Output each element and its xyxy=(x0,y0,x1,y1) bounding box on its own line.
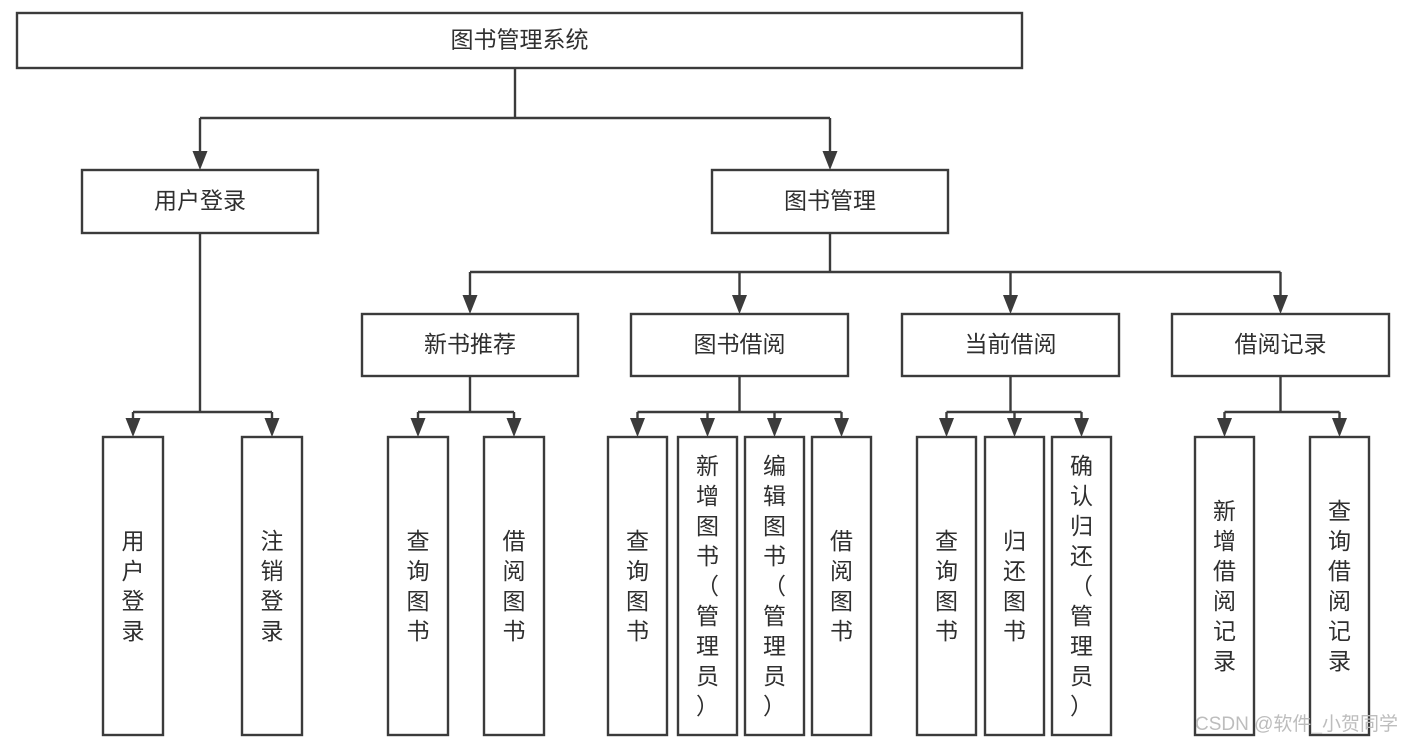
node-box-current-borrow xyxy=(900,312,1121,378)
arrow-head-icon xyxy=(822,151,838,170)
node-leaf-query-book-borrow[interactable]: 查询图书 xyxy=(606,435,669,737)
nodes-layer: 图书管理系统用户登录图书管理新书推荐图书借阅当前借阅借阅记录用户登录注销登录查询… xyxy=(15,11,1391,737)
arrow-head-icon xyxy=(1074,418,1089,437)
arrow-head-icon xyxy=(1007,418,1022,437)
arrow-head-icon xyxy=(125,418,141,437)
node-box-leaf-borrow-book xyxy=(810,435,873,737)
arrow-head-icon xyxy=(264,418,280,437)
node-borrow-record[interactable]: 借阅记录 xyxy=(1170,312,1391,378)
arrow-head-icon xyxy=(732,295,747,314)
arrow-head-icon xyxy=(700,418,715,437)
node-leaf-add-book-admin[interactable]: 新增图书（管理员） xyxy=(676,435,739,737)
node-label-leaf-add-borrow-record: 新增借阅记录 xyxy=(1213,498,1236,674)
node-leaf-confirm-return-admin[interactable]: 确认归还（管理员） xyxy=(1050,435,1113,737)
node-box-leaf-query-book-rec xyxy=(386,435,450,737)
node-label-leaf-query-book-rec: 查询图书 xyxy=(407,528,430,644)
arrow-head-icon xyxy=(462,295,478,314)
node-book-management[interactable]: 图书管理 xyxy=(710,168,950,235)
node-leaf-borrow-book[interactable]: 借阅图书 xyxy=(810,435,873,737)
node-leaf-borrow-book-rec[interactable]: 借阅图书 xyxy=(482,435,546,737)
node-label-leaf-user-login: 用户登录 xyxy=(122,528,145,644)
node-label-leaf-edit-book-admin: 编辑图书（管理员） xyxy=(763,453,786,719)
arrow-head-icon xyxy=(939,418,954,437)
arrow-head-icon xyxy=(1332,418,1347,437)
node-label-leaf-query-book-borrow: 查询图书 xyxy=(626,528,649,644)
node-label-leaf-confirm-return-admin: 确认归还（管理员） xyxy=(1070,453,1093,719)
arrow-head-icon xyxy=(767,418,782,437)
node-current-borrow[interactable]: 当前借阅 xyxy=(900,312,1121,378)
node-label-leaf-borrow-book: 借阅图书 xyxy=(830,528,853,644)
node-box-user-login xyxy=(80,168,320,235)
node-box-leaf-add-borrow-record xyxy=(1193,435,1256,737)
arrow-head-icon xyxy=(630,418,645,437)
node-label-user-login: 用户登录 xyxy=(154,188,246,214)
node-box-leaf-add-book-admin xyxy=(676,435,739,737)
node-box-leaf-logout xyxy=(240,435,304,737)
arrow-head-icon xyxy=(192,151,208,170)
arrow-head-icon xyxy=(1003,295,1018,314)
node-box-book-management xyxy=(710,168,950,235)
node-user-login[interactable]: 用户登录 xyxy=(80,168,320,235)
node-label-leaf-add-book-admin: 新增图书（管理员） xyxy=(696,453,719,719)
arrow-head-icon xyxy=(506,418,522,437)
node-box-root xyxy=(15,11,1024,70)
node-label-book-management: 图书管理 xyxy=(784,188,876,214)
arrow-head-icon xyxy=(834,418,849,437)
node-box-borrow-record xyxy=(1170,312,1391,378)
node-box-leaf-query-borrow-record xyxy=(1308,435,1371,737)
node-label-leaf-borrow-book-rec: 借阅图书 xyxy=(503,528,526,644)
node-box-leaf-return-book xyxy=(983,435,1046,737)
node-box-leaf-borrow-book-rec xyxy=(482,435,546,737)
node-book-borrow[interactable]: 图书借阅 xyxy=(629,312,850,378)
node-root[interactable]: 图书管理系统 xyxy=(15,11,1024,70)
arrow-head-icon xyxy=(1217,418,1232,437)
node-leaf-logout[interactable]: 注销登录 xyxy=(240,435,304,737)
node-box-leaf-query-book-borrow xyxy=(606,435,669,737)
arrow-head-icon xyxy=(410,418,426,437)
node-box-new-book-recommend xyxy=(360,312,580,378)
node-leaf-query-book-current[interactable]: 查询图书 xyxy=(915,435,978,737)
node-label-new-book-recommend: 新书推荐 xyxy=(424,331,516,357)
node-box-leaf-query-book-current xyxy=(915,435,978,737)
node-label-leaf-return-book: 归还图书 xyxy=(1003,528,1026,644)
node-label-borrow-record: 借阅记录 xyxy=(1235,331,1327,357)
node-label-root: 图书管理系统 xyxy=(451,27,589,53)
node-box-leaf-confirm-return-admin xyxy=(1050,435,1113,737)
node-box-leaf-edit-book-admin xyxy=(743,435,806,737)
node-label-leaf-logout: 注销登录 xyxy=(261,528,284,644)
node-leaf-return-book[interactable]: 归还图书 xyxy=(983,435,1046,737)
csdn-watermark: CSDN @软件_小贺同学 xyxy=(1195,713,1398,735)
node-leaf-query-borrow-record[interactable]: 查询借阅记录 xyxy=(1308,435,1371,737)
node-label-leaf-query-book-current: 查询图书 xyxy=(935,528,958,644)
node-leaf-query-book-rec[interactable]: 查询图书 xyxy=(386,435,450,737)
connectors-layer xyxy=(125,68,1347,437)
node-new-book-recommend[interactable]: 新书推荐 xyxy=(360,312,580,378)
node-leaf-user-login[interactable]: 用户登录 xyxy=(101,435,165,737)
node-label-current-borrow: 当前借阅 xyxy=(965,331,1057,357)
node-box-book-borrow xyxy=(629,312,850,378)
node-label-leaf-query-borrow-record: 查询借阅记录 xyxy=(1328,498,1351,674)
node-box-leaf-user-login xyxy=(101,435,165,737)
node-label-book-borrow: 图书借阅 xyxy=(694,331,786,357)
node-leaf-add-borrow-record[interactable]: 新增借阅记录 xyxy=(1193,435,1256,737)
arrow-head-icon xyxy=(1273,295,1288,314)
node-leaf-edit-book-admin[interactable]: 编辑图书（管理员） xyxy=(743,435,806,737)
